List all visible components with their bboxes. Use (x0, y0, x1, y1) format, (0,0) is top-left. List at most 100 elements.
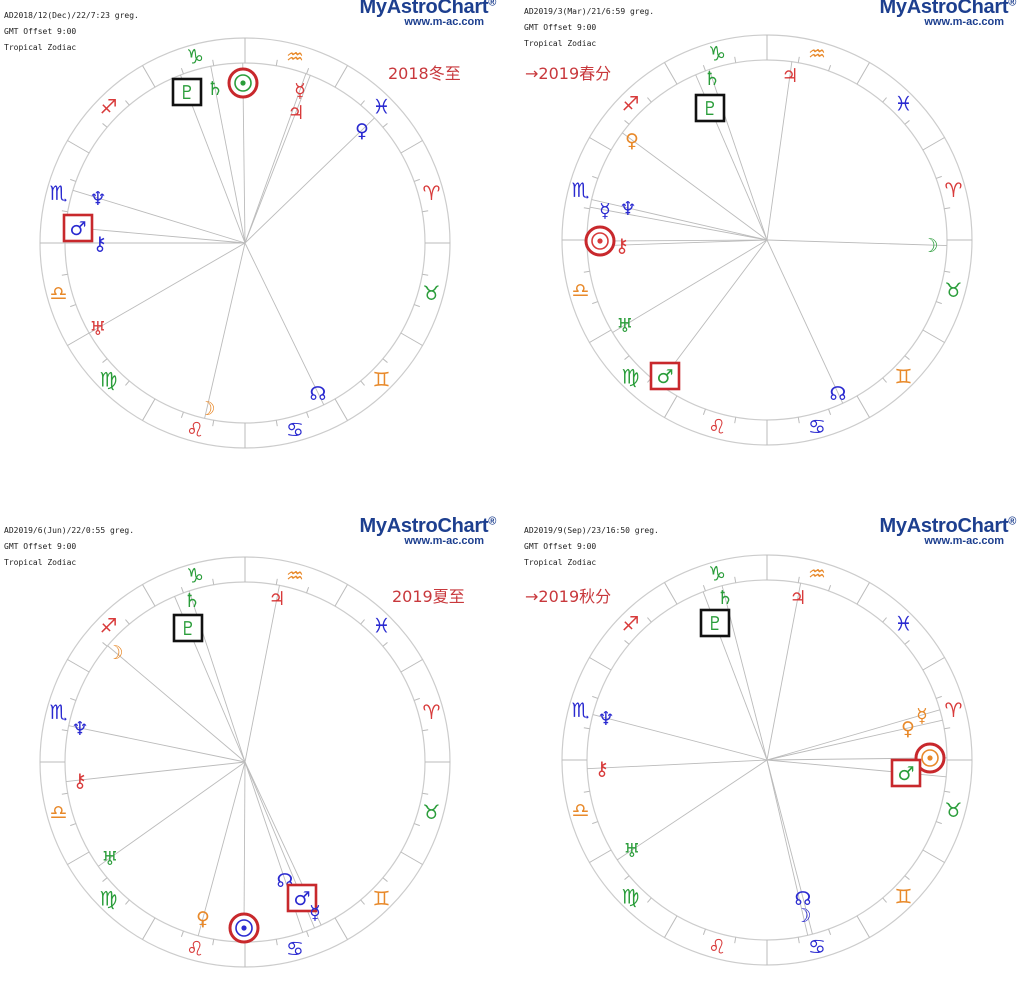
logo-brand: MyAstroChart (879, 515, 1009, 537)
sign-aquarius-glyph: ♒ (286, 564, 304, 588)
degree-tick (624, 640, 630, 645)
degree-tick (422, 210, 429, 213)
degree-tick (944, 790, 951, 793)
degree-tick (904, 640, 910, 645)
degree-tick (624, 120, 630, 125)
degree-tick (592, 695, 599, 699)
planet-mercury: ☿ (294, 80, 306, 102)
planet-line (589, 206, 768, 241)
sign-boundary (142, 917, 156, 940)
sun-glyph: ☉ (930, 757, 931, 759)
sign-boundary (589, 329, 612, 343)
sign-cancer-glyph: ♋ (286, 417, 304, 441)
planet-sun: ☉ (228, 912, 260, 944)
mars-icon: ♂ (656, 366, 673, 388)
sign-boundary (589, 657, 612, 671)
chart-zodiac: Tropical Zodiac (524, 558, 597, 567)
degree-tick (212, 420, 215, 427)
degree-tick (382, 358, 388, 363)
planet-pluto: ♇ (171, 77, 203, 107)
degree-tick (125, 100, 130, 106)
degree-tick (944, 207, 951, 210)
season-annotation: 2019夏至 (392, 587, 465, 606)
pluto-icon: ♇ (178, 82, 195, 104)
sign-boundary (922, 329, 945, 343)
planet-venus: ♀ (355, 120, 369, 142)
saturn-icon: ♄ (703, 68, 720, 90)
sign-boundary (142, 398, 156, 421)
sun-glyph: ☉ (600, 240, 601, 242)
venus-icon: ♀ (196, 908, 210, 930)
degree-tick (413, 304, 420, 308)
planet-line (612, 239, 768, 333)
planet-neptune: ♆ (71, 718, 88, 740)
sign-gemini-glyph: ♊ (373, 367, 391, 391)
sign-boundary (856, 915, 870, 938)
degree-tick (882, 617, 887, 623)
logo-brand: MyAstroChart (359, 0, 489, 18)
degree-tick (102, 123, 108, 128)
degree-tick (583, 207, 590, 210)
sign-scorpio-glyph: ♏ (572, 698, 590, 722)
degree-tick (306, 587, 310, 594)
sign-pisces-glyph: ♓ (373, 614, 391, 638)
degree-tick (306, 930, 310, 937)
degree-tick (828, 928, 832, 935)
sign-boundary (67, 659, 90, 673)
degree-tick (382, 642, 388, 647)
sign-boundary (334, 584, 348, 607)
degree-tick (583, 790, 590, 793)
chart-zodiac: Tropical Zodiac (524, 39, 597, 48)
planet-line (766, 759, 809, 936)
planet-line (622, 132, 768, 241)
degree-tick (422, 729, 429, 732)
sign-scorpio-glyph: ♏ (50, 700, 68, 724)
planet-line (107, 645, 246, 763)
planet-saturn: ♄ (206, 78, 223, 100)
chiron-icon: ⚷ (615, 235, 629, 257)
pluto-icon: ♇ (179, 618, 196, 640)
planet-neptune: ♆ (619, 198, 636, 220)
sign-capricorn-glyph: ♑ (186, 564, 204, 588)
logo-brand: MyAstroChart (879, 0, 1009, 18)
planet-line (210, 66, 246, 244)
degree-tick (592, 301, 599, 305)
planet-mercury: ☿ (599, 200, 611, 222)
sign-virgo-glyph: ♍ (100, 367, 118, 391)
planet-mars: ♂ (649, 361, 681, 391)
degree-tick (102, 877, 108, 882)
sign-boundary (664, 395, 678, 418)
degree-tick (125, 619, 130, 625)
planet-saturn: ♄ (703, 68, 720, 90)
sign-boundary (589, 849, 612, 863)
planet-line (72, 189, 246, 244)
degree-tick (306, 411, 310, 418)
planet-line (766, 759, 813, 935)
sign-libra-glyph: ♎ (50, 281, 68, 305)
sign-aries-glyph: ♈ (944, 698, 962, 722)
sign-boundary (67, 851, 90, 865)
sign-capricorn-glyph: ♑ (186, 45, 204, 69)
degree-tick (904, 875, 910, 880)
planet-venus: ♀ (196, 908, 210, 930)
planet-jupiter: ♃ (287, 102, 304, 124)
mars-icon: ♂ (897, 763, 914, 785)
degree-tick (904, 120, 910, 125)
degree-tick (360, 899, 365, 905)
degree-tick (935, 301, 942, 305)
logo-registered: ® (1008, 0, 1016, 9)
degree-tick (647, 617, 652, 623)
degree-tick (935, 695, 942, 699)
degree-tick (413, 697, 420, 701)
degree-tick (70, 178, 77, 182)
degree-tick (734, 56, 737, 63)
highlight-box (171, 77, 203, 107)
degree-tick (61, 792, 68, 795)
chart-panel: ♑♐♏♎♍♌♋♊♉♈♓♒♄♇♃☽♆⚷♅♀☉☊♂☿AD2019/6(Jun)/22… (0, 515, 500, 1005)
degree-tick (275, 578, 278, 585)
chart-offset: GMT Offset 9:00 (4, 542, 77, 551)
saturn-icon: ♄ (183, 590, 200, 612)
degree-tick (935, 821, 942, 825)
planet-jupiter: ♃ (268, 588, 285, 610)
planet-moon: ☽ (198, 398, 215, 420)
